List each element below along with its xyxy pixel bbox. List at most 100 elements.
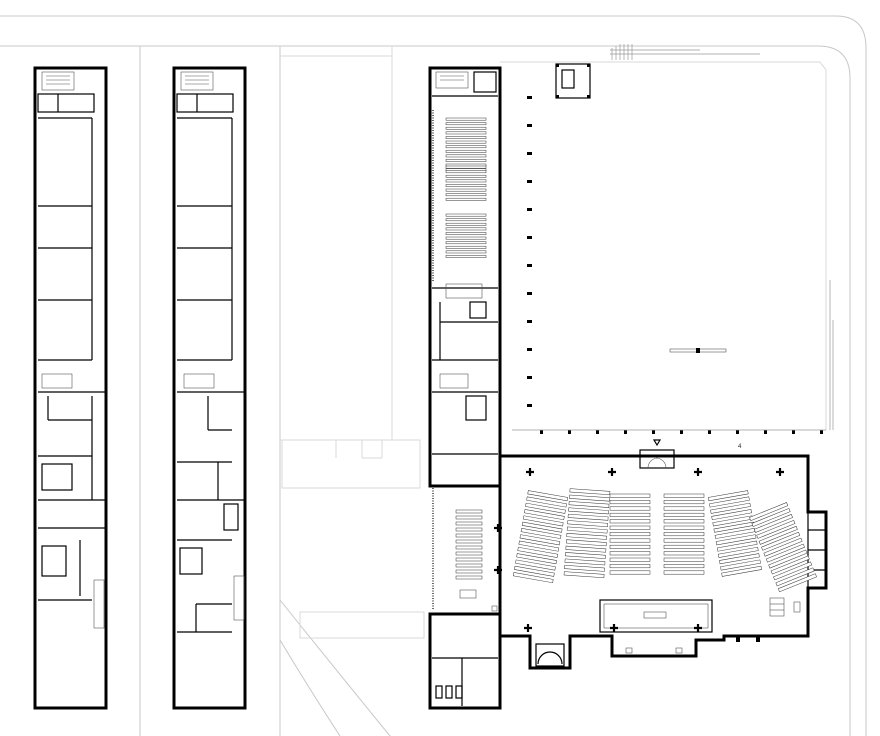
pew: [568, 507, 609, 515]
pew: [609, 506, 651, 511]
main-hall: 4: [459, 439, 828, 670]
pew: [716, 540, 758, 552]
pew: [563, 571, 605, 579]
pew: [663, 532, 705, 537]
seat-row: [445, 188, 487, 192]
pew: [569, 494, 610, 502]
site-context: [0, 15, 867, 736]
pew: [567, 520, 608, 527]
column: [764, 430, 767, 434]
seat-row: [455, 551, 483, 556]
seat-row: [455, 509, 483, 514]
pew: [566, 533, 608, 540]
column: [527, 124, 532, 127]
pew: [663, 564, 705, 569]
seat-row: [445, 145, 487, 149]
pew: [663, 551, 705, 556]
cross-column: [494, 524, 502, 532]
seat-row: [455, 575, 483, 580]
pew: [565, 539, 607, 547]
column: [792, 430, 795, 434]
pew: [710, 502, 751, 514]
column: [527, 236, 532, 239]
annex-south: [428, 612, 502, 710]
seat-row: [445, 236, 487, 240]
seat-row: [445, 154, 487, 158]
pew: [609, 525, 651, 530]
seat-row: [445, 174, 487, 178]
column: [652, 430, 655, 434]
seat-row: [445, 170, 487, 174]
pew-bank: [749, 502, 817, 593]
cross-column: [776, 468, 784, 476]
pew: [663, 557, 705, 562]
cross-column: [524, 624, 532, 632]
pew: [609, 544, 651, 549]
pew: [708, 490, 749, 502]
pew: [609, 532, 651, 537]
pew: [609, 519, 651, 524]
seat-row: [445, 241, 487, 245]
pew: [518, 540, 560, 552]
pew: [715, 534, 757, 546]
pew: [524, 509, 565, 521]
pew: [526, 496, 567, 508]
pew: [609, 512, 651, 517]
pew: [718, 546, 759, 558]
pew-bank: [708, 490, 762, 577]
pew: [567, 513, 609, 521]
cross-column: [694, 468, 702, 476]
pew: [770, 555, 810, 575]
seat-row: [455, 569, 483, 574]
colonnade-columns: [527, 96, 823, 434]
column: [624, 430, 627, 434]
pew: [516, 553, 557, 565]
site-stairs: [610, 44, 760, 60]
pew: [777, 573, 817, 593]
pew: [609, 551, 651, 556]
column: [527, 376, 532, 379]
pew: [663, 500, 705, 505]
seat-row: [445, 159, 487, 162]
pew: [564, 564, 605, 572]
column: [820, 430, 823, 434]
pew: [663, 570, 705, 575]
plaza-bench: [669, 348, 727, 353]
column: [527, 96, 532, 99]
pew: [609, 564, 651, 569]
column: [596, 430, 599, 434]
column: [527, 404, 532, 407]
seat-row: [445, 126, 487, 130]
column: [527, 348, 532, 351]
pew: [751, 508, 791, 527]
seat-row: [445, 255, 487, 258]
pew: [663, 506, 705, 511]
column: [736, 430, 739, 434]
pew: [525, 502, 566, 514]
pew-bank: [512, 490, 568, 584]
pew: [522, 515, 564, 527]
plaza-marker-label: 4: [738, 444, 742, 450]
seat-row: [445, 227, 487, 231]
wing-west-1: [33, 66, 108, 710]
pew: [517, 546, 558, 558]
pew: [775, 567, 815, 587]
pew: [663, 544, 705, 549]
seat-row: [445, 165, 487, 169]
seat-row: [455, 515, 483, 520]
seat-row: [455, 539, 483, 544]
pew: [765, 543, 805, 563]
seat-row: [445, 149, 487, 153]
cross-column: [610, 624, 618, 632]
pew: [609, 557, 651, 562]
pew: [663, 525, 705, 530]
pew: [663, 493, 705, 498]
column: [527, 208, 532, 211]
seat-row: [455, 533, 483, 538]
pew: [609, 570, 651, 575]
pew: [721, 565, 762, 577]
pew: [566, 526, 608, 534]
pew: [711, 509, 752, 521]
pew-bank: [563, 488, 611, 579]
